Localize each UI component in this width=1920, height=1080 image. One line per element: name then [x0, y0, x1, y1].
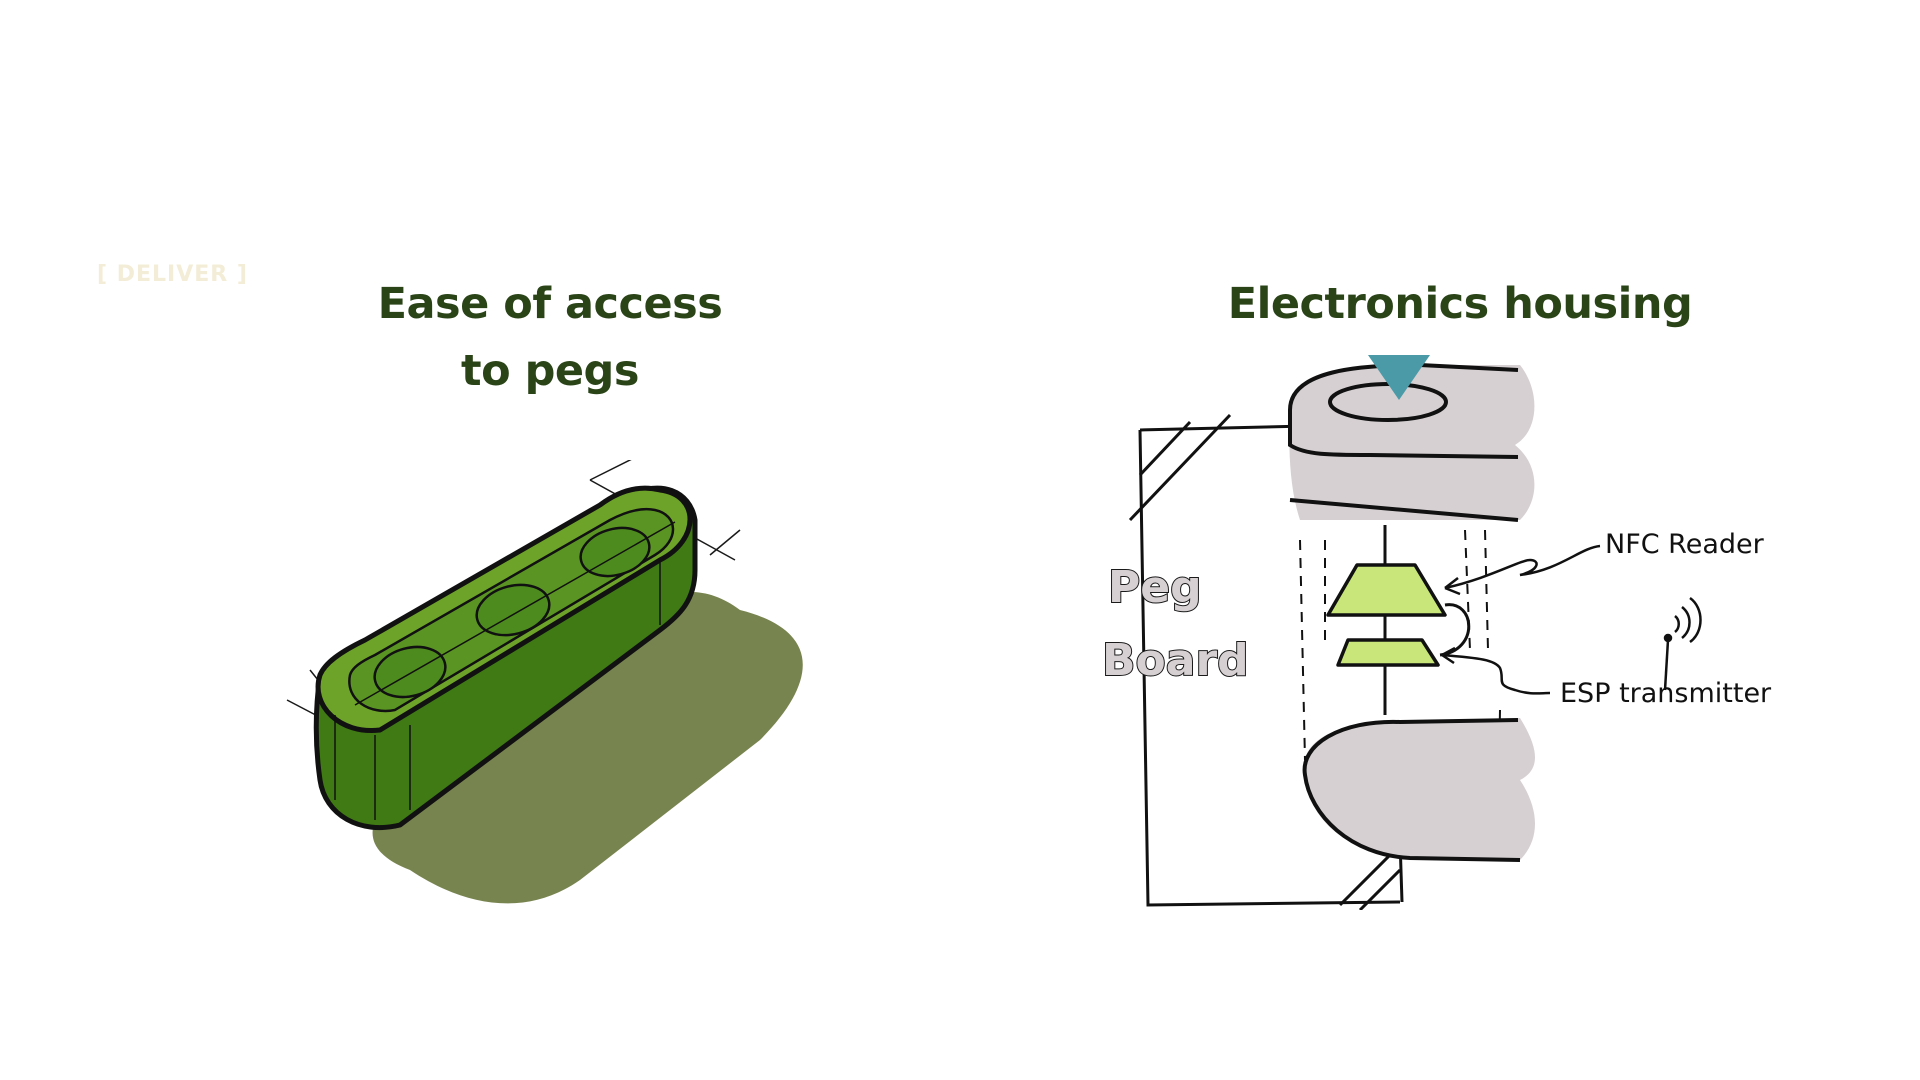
- bottom-housing: [1304, 718, 1535, 860]
- heading-line-2: to pegs: [461, 346, 639, 396]
- antenna-icon: [1663, 596, 1702, 691]
- bottom-housing-lines: [1302, 718, 1521, 862]
- peg-hole-2: [475, 583, 551, 637]
- heading-line-1: Ease of access: [377, 279, 723, 329]
- connecting-wire: [1439, 603, 1471, 657]
- heading-electronics-housing: Electronics housing: [1227, 279, 1693, 329]
- centre-line: [354, 521, 676, 706]
- label-esp-transmitter: ESP transmitter: [1560, 678, 1772, 709]
- heading-ease-of-access: Ease of access to pegs: [300, 271, 800, 405]
- label-pointers: [1441, 544, 1601, 695]
- label-nfc-reader: NFC Reader: [1605, 529, 1765, 560]
- side-highlights: [334, 560, 661, 820]
- esp-transmitter-board: [1336, 638, 1440, 667]
- holder-shadow: [372, 591, 803, 904]
- peg-holder-sketch: [286, 460, 803, 904]
- section-tag: [ DELIVER ]: [97, 262, 248, 287]
- peg-hole-3: [579, 526, 651, 578]
- pegboard-label-peg: Peg: [1108, 562, 1202, 613]
- pegboard-label-board: Board: [1102, 635, 1249, 686]
- nfc-reader-board: [1326, 563, 1447, 617]
- teal-cone: [1368, 355, 1430, 400]
- electronics-housing-sketch: Peg Board NFC R: [1101, 355, 1772, 910]
- top-housing-hole: [1328, 382, 1448, 422]
